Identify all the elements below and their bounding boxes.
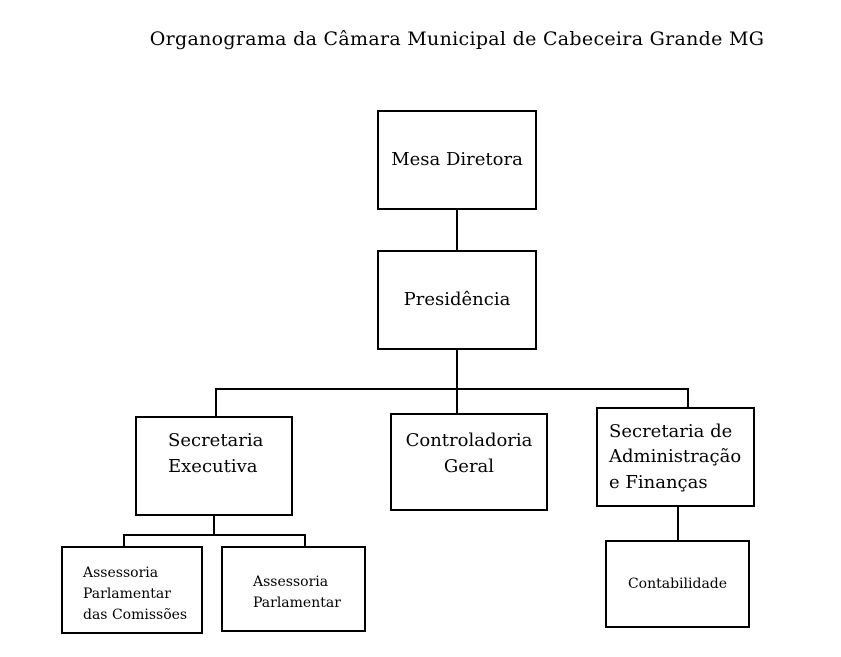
org-box-label-assessoria-parlamentar-comissoes: Assessoria Parlamentar das Comissões <box>83 564 188 623</box>
org-box-label-mesa-diretora: Mesa Diretora <box>391 149 523 171</box>
connector-drop-secretaria-admin <box>687 388 689 408</box>
org-box-secretaria-executiva: Secretaria Executiva <box>135 416 293 516</box>
org-box-secretaria-administracao-financas: Secretaria de Administração e Finanças <box>596 407 755 507</box>
connector-secretaria-executiva-stem <box>213 515 215 536</box>
connector-level2-rail <box>215 388 689 390</box>
connector-mesa-presidencia <box>456 209 458 250</box>
org-box-label-secretaria-administracao-financas: Secretaria de Administração e Finanças <box>609 420 742 493</box>
org-box-label-presidencia: Presidência <box>403 289 511 311</box>
org-box-label-controladoria-geral: Controladoria Geral <box>405 430 533 477</box>
connector-level3-rail <box>123 534 306 536</box>
org-box-contabilidade: Contabilidade <box>605 540 750 628</box>
org-box-assessoria-parlamentar: Assessoria Parlamentar <box>221 546 366 632</box>
org-box-label-assessoria-parlamentar: Assessoria Parlamentar <box>253 574 341 611</box>
connector-drop-controladoria-geral <box>456 388 458 414</box>
connector-drop-assessoria-parlamentar <box>304 534 306 547</box>
org-box-assessoria-parlamentar-comissoes: Assessoria Parlamentar das Comissões <box>61 546 203 634</box>
connector-presidencia-stem <box>456 349 458 388</box>
connector-drop-secretaria-executiva <box>215 388 217 417</box>
org-box-label-secretaria-executiva: Secretaria Executiva <box>168 430 264 477</box>
connector-admin-contabilidade <box>677 506 679 541</box>
org-box-presidencia: Presidência <box>377 250 537 350</box>
org-box-mesa-diretora: Mesa Diretora <box>377 110 537 210</box>
org-box-controladoria-geral: Controladoria Geral <box>390 413 548 511</box>
connector-drop-assessoria-comissoes <box>123 534 125 547</box>
org-box-label-contabilidade: Contabilidade <box>627 575 728 592</box>
chart-title: Organograma da Câmara Municipal de Cabec… <box>149 28 765 50</box>
